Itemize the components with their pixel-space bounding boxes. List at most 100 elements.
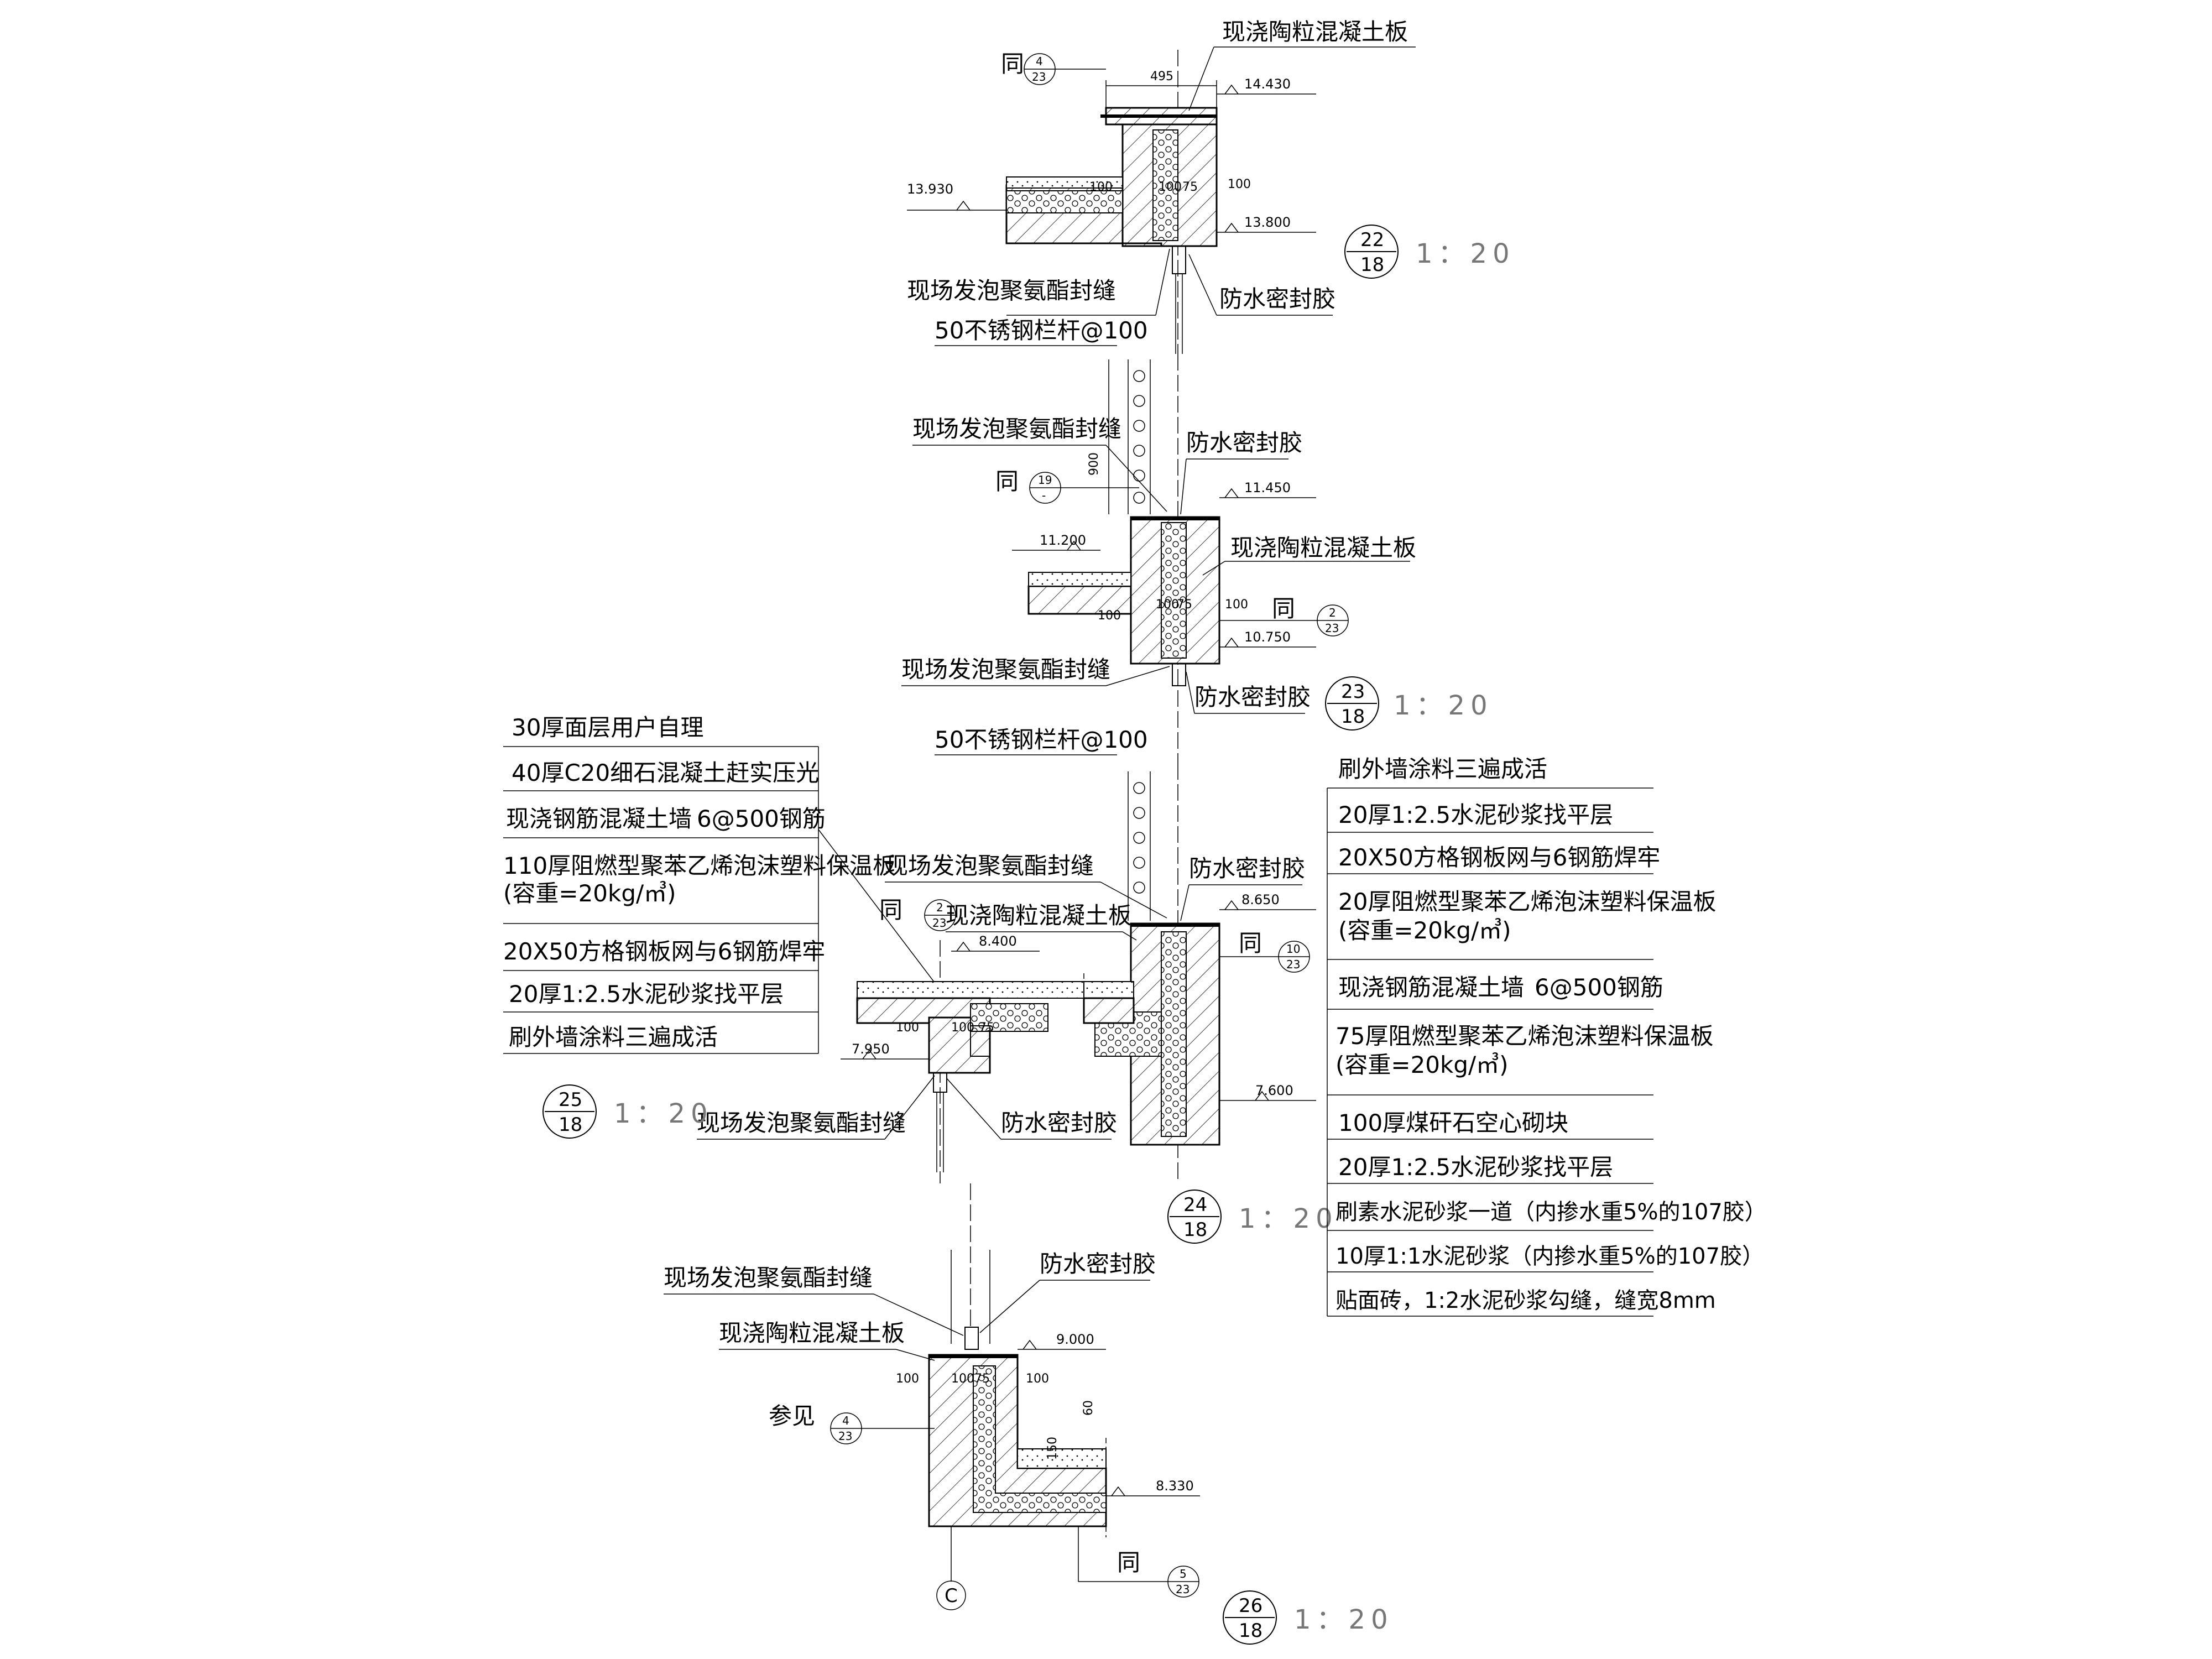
window-frame	[1172, 663, 1186, 686]
svg-text:6@500钢筋: 6@500钢筋	[1535, 974, 1663, 1001]
svg-text:现浇陶粒混凝土板: 现浇陶粒混凝土板	[946, 902, 1131, 929]
svg-text:20厚1:2.5水泥砂浆找平层: 20厚1:2.5水泥砂浆找平层	[509, 980, 784, 1008]
svg-text:7.950: 7.950	[852, 1041, 890, 1057]
svg-text:1：20: 1：20	[1394, 690, 1493, 721]
label-waterproof: 防水密封胶	[1219, 285, 1335, 312]
svg-text:现浇钢筋混凝土墙: 现浇钢筋混凝土墙	[1338, 974, 1524, 1001]
roof-screed	[1006, 176, 1123, 189]
svg-text:20厚1:2.5水泥砂浆找平层: 20厚1:2.5水泥砂浆找平层	[1338, 1154, 1613, 1181]
floor-screed	[857, 981, 1084, 999]
svg-text:刷素水泥砂浆一道（内掺水重5%的107胶）: 刷素水泥砂浆一道（内掺水重5%的107胶）	[1335, 1199, 1767, 1225]
svg-text:18: 18	[559, 1114, 582, 1136]
detail-bubble-24	[1167, 1190, 1222, 1244]
detail-22: 495 100 100 75 100 14.430 13.930 13.800 …	[907, 18, 1510, 354]
svg-text:现场发泡聚氨酯封缝: 现场发泡聚氨酯封缝	[885, 852, 1094, 879]
svg-text:22: 22	[1360, 229, 1384, 251]
svg-text:6@500钢筋: 6@500钢筋	[697, 805, 826, 832]
detail-25: 100 100 75 8.400 7.950 同 2 23 现场发泡聚氨酯封缝 …	[542, 896, 1117, 1183]
svg-text:20X50方格钢板网与6钢筋焊牢: 20X50方格钢板网与6钢筋焊牢	[1338, 844, 1660, 871]
svg-text:100: 100	[951, 1372, 974, 1386]
detail-24: 7.600 8.650 50不锈钢栏杆@100 现场发泡聚氨酯封缝 防水密封胶 …	[885, 726, 1338, 1244]
window-frame	[964, 1327, 979, 1350]
label-same: 同	[1001, 50, 1024, 77]
svg-text:1：20: 1：20	[1239, 1203, 1338, 1234]
svg-text:40厚C20细石混凝土赶实压光: 40厚C20细石混凝土赶实压光	[512, 759, 819, 786]
svg-text:7.600: 7.600	[1255, 1083, 1293, 1098]
svg-text:防水密封胶: 防水密封胶	[1186, 429, 1302, 456]
svg-text:23: 23	[1325, 622, 1339, 635]
svg-text:同: 同	[879, 896, 902, 924]
svg-text:100: 100	[1026, 1372, 1049, 1386]
svg-text:150: 150	[1046, 1437, 1060, 1460]
axis-label: C	[945, 1585, 958, 1607]
svg-text:现场发泡聚氨酯封缝: 现场发泡聚氨酯封缝	[901, 656, 1110, 683]
svg-text:(容重=20kg/㎥): (容重=20kg/㎥)	[1338, 917, 1511, 944]
svg-text:同: 同	[995, 468, 1019, 495]
svg-text:4: 4	[842, 1414, 849, 1427]
detail-26: 100 100 75 100 60 150 9.000 8.330 现场发泡聚氨…	[664, 1183, 1394, 1645]
svg-text:25: 25	[559, 1089, 582, 1111]
svg-text:23: 23	[932, 916, 946, 930]
detail-bubble-23	[1325, 676, 1379, 731]
elev-13800: 13.800	[1244, 215, 1291, 230]
dim-75: 75	[1182, 180, 1198, 194]
svg-text:18: 18	[1360, 254, 1384, 276]
svg-text:(容重=20kg/㎥): (容重=20kg/㎥)	[503, 880, 676, 907]
window-frame	[1172, 246, 1186, 274]
svg-text:100: 100	[1098, 609, 1121, 623]
svg-text:现场发泡聚氨酯封缝: 现场发泡聚氨酯封缝	[912, 415, 1121, 442]
svg-text:20厚阻燃型聚苯乙烯泡沫塑料保温板: 20厚阻燃型聚苯乙烯泡沫塑料保温板	[1338, 888, 1716, 915]
svg-text:50不锈钢栏杆@100: 50不锈钢栏杆@100	[935, 317, 1148, 344]
svg-text:75厚阻燃型聚苯乙烯泡沫塑料保温板: 75厚阻燃型聚苯乙烯泡沫塑料保温板	[1335, 1022, 1713, 1050]
svg-text:11.450: 11.450	[1244, 480, 1291, 495]
svg-text:75: 75	[1177, 598, 1192, 612]
svg-text:110厚阻燃型聚苯乙烯泡沫塑料保温板: 110厚阻燃型聚苯乙烯泡沫塑料保温板	[503, 852, 896, 879]
svg-text:100厚煤矸石空心砌块: 100厚煤矸石空心砌块	[1338, 1109, 1568, 1136]
dim-100: 100	[1159, 180, 1182, 194]
label-foam-seal: 现场发泡聚氨酯封缝	[907, 277, 1116, 304]
svg-text:23: 23	[1286, 958, 1300, 971]
elev-14430: 14.430	[1244, 76, 1291, 92]
svg-text:30厚面层用户自理: 30厚面层用户自理	[512, 714, 703, 741]
svg-text:同: 同	[1239, 930, 1262, 957]
svg-text:20X50方格钢板网与6钢筋焊牢: 20X50方格钢板网与6钢筋焊牢	[503, 938, 825, 965]
svg-text:8.650: 8.650	[1241, 892, 1280, 907]
svg-text:100: 100	[1156, 598, 1179, 612]
detail-23: 900 100 100 75 100 11.450 11.200 10.750 …	[901, 317, 1493, 763]
svg-text:同: 同	[1117, 1549, 1140, 1576]
svg-text:8.330: 8.330	[1156, 1478, 1194, 1494]
detail-bubble-22	[1344, 225, 1399, 279]
svg-text:19: 19	[1038, 473, 1052, 487]
svg-text:100: 100	[896, 1021, 919, 1035]
insulation-layer	[1161, 931, 1187, 1137]
svg-text:23: 23	[1032, 70, 1046, 84]
svg-text:23: 23	[1341, 681, 1365, 703]
floor-screed	[1028, 572, 1131, 587]
svg-text:现浇陶粒混凝土板: 现浇陶粒混凝土板	[1230, 534, 1416, 561]
svg-text:24: 24	[1183, 1194, 1207, 1216]
legend-right: 刷外墙涂料三遍成活 20厚1:2.5水泥砂浆找平层 20X50方格钢板网与6钢筋…	[1327, 755, 1767, 1317]
window-frame	[933, 1072, 947, 1093]
svg-text:18: 18	[1341, 706, 1365, 728]
detail-bubble-26	[1223, 1590, 1277, 1645]
svg-text:1：20: 1：20	[614, 1098, 713, 1129]
svg-text:2: 2	[1329, 606, 1336, 619]
svg-text:2: 2	[936, 901, 943, 914]
svg-text:23: 23	[1176, 1583, 1190, 1596]
svg-text:刷外墙涂料三遍成活: 刷外墙涂料三遍成活	[509, 1024, 718, 1051]
railing-posts	[1133, 370, 1145, 504]
dim-495: 495	[1150, 70, 1173, 84]
svg-text:11.200: 11.200	[1040, 533, 1086, 548]
svg-text:刷外墙涂料三遍成活: 刷外墙涂料三遍成活	[1338, 755, 1547, 782]
svg-text:现浇陶粒混凝土板: 现浇陶粒混凝土板	[719, 1319, 905, 1347]
svg-text:5: 5	[1180, 1567, 1187, 1580]
svg-text:100: 100	[1225, 598, 1248, 612]
svg-text:23: 23	[838, 1430, 852, 1443]
svg-text:贴面砖，1:2水泥砂浆勾缝，缝宽8mm: 贴面砖，1:2水泥砂浆勾缝，缝宽8mm	[1335, 1288, 1716, 1313]
axis-bubble	[936, 1580, 966, 1610]
svg-text:75: 75	[974, 1372, 990, 1386]
svg-text:1：20: 1：20	[1294, 1604, 1394, 1635]
svg-text:防水密封胶: 防水密封胶	[1040, 1250, 1156, 1277]
dim-100: 100	[1089, 180, 1113, 194]
